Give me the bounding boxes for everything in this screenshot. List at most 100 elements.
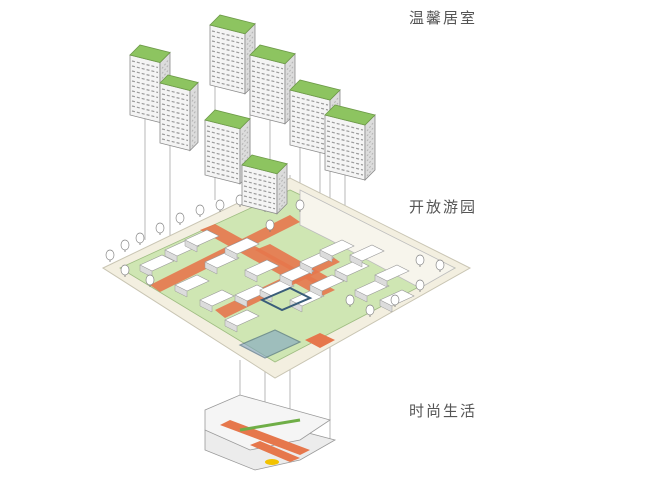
window-row xyxy=(161,138,189,147)
window-row xyxy=(251,70,284,80)
window-row xyxy=(191,110,197,117)
tower-green-roof xyxy=(129,44,171,63)
window-row xyxy=(291,125,329,136)
window-row xyxy=(161,133,189,142)
window-row xyxy=(191,115,197,122)
window-row xyxy=(131,80,159,89)
window-row xyxy=(191,135,197,142)
window-row xyxy=(131,60,159,69)
window-row xyxy=(241,131,249,141)
window-row xyxy=(161,70,169,79)
window-row xyxy=(246,41,254,51)
window-row xyxy=(243,175,276,185)
window-row xyxy=(366,137,374,147)
window-row xyxy=(243,185,276,195)
window-row xyxy=(131,100,159,109)
window-row xyxy=(211,60,244,70)
window-row xyxy=(211,55,244,65)
window-row xyxy=(246,46,254,56)
window-row xyxy=(286,71,294,81)
window-row xyxy=(278,186,286,196)
open-park-layer xyxy=(101,177,472,379)
window-row xyxy=(366,157,374,167)
residential-towers-layer xyxy=(129,14,376,215)
residential-tower xyxy=(159,74,199,152)
pavilion-wall xyxy=(279,274,293,288)
tree-icon xyxy=(135,232,145,244)
pavilion-wall xyxy=(224,319,238,333)
window-row xyxy=(278,196,286,206)
window-row xyxy=(161,98,189,107)
tree-icon xyxy=(415,279,425,291)
window-row xyxy=(191,125,197,132)
window-row xyxy=(291,140,329,151)
layer-label-lifestyle: 时尚生活 xyxy=(409,402,478,420)
window-row xyxy=(251,85,284,95)
window-row xyxy=(191,120,197,127)
tower-green-roof xyxy=(289,79,341,101)
window-row xyxy=(211,35,244,45)
window-row xyxy=(206,135,239,145)
tree-icon xyxy=(215,199,225,211)
tree-icon xyxy=(345,294,355,306)
tree-icon xyxy=(435,259,445,271)
window-row xyxy=(251,90,284,100)
window-row xyxy=(326,160,364,171)
window-row xyxy=(161,60,169,69)
window-row xyxy=(206,145,239,155)
window-row xyxy=(211,65,244,75)
window-row xyxy=(161,65,169,74)
window-row xyxy=(286,76,294,86)
window-row xyxy=(366,132,374,142)
window-row xyxy=(278,191,286,201)
window-row xyxy=(206,155,239,165)
pavilion-wall xyxy=(199,299,213,313)
window-row xyxy=(366,142,374,152)
window-row xyxy=(211,80,244,90)
window-row xyxy=(243,180,276,190)
window-row xyxy=(206,165,239,175)
window-row xyxy=(291,135,329,146)
basement-greenstrip xyxy=(239,418,301,432)
window-row xyxy=(243,195,276,205)
window-row xyxy=(131,110,159,119)
window-row xyxy=(243,170,276,180)
window-row xyxy=(251,110,284,120)
window-row xyxy=(206,160,239,170)
pavilion-wall xyxy=(234,294,248,308)
window-row xyxy=(191,140,197,147)
window-row xyxy=(278,201,286,211)
window-row xyxy=(366,152,374,162)
window-row xyxy=(326,150,364,161)
window-row xyxy=(251,105,284,115)
tree-icon xyxy=(105,249,115,261)
pavilion-wall xyxy=(299,261,313,275)
pavilion-wall xyxy=(374,274,388,288)
window-row xyxy=(241,136,249,146)
window-row xyxy=(291,100,329,111)
window-row xyxy=(251,100,284,110)
window-row xyxy=(161,123,189,132)
window-row xyxy=(161,128,189,137)
window-row xyxy=(131,85,159,94)
window-row xyxy=(211,75,244,85)
window-row xyxy=(206,125,239,135)
window-row xyxy=(366,122,374,132)
window-row xyxy=(131,105,159,114)
pavilion-wall xyxy=(259,289,273,303)
window-row xyxy=(206,140,239,150)
window-row xyxy=(278,171,286,181)
pavilion-wall xyxy=(319,249,333,263)
basement-walkway xyxy=(250,441,300,462)
residential-tower xyxy=(241,154,288,215)
pavilion-wall xyxy=(354,289,368,303)
tree-icon xyxy=(175,212,185,224)
window-row xyxy=(243,190,276,200)
window-row xyxy=(366,167,374,177)
window-row xyxy=(326,155,364,166)
window-row xyxy=(251,95,284,105)
window-row xyxy=(161,103,189,112)
tree-icon xyxy=(155,222,165,234)
